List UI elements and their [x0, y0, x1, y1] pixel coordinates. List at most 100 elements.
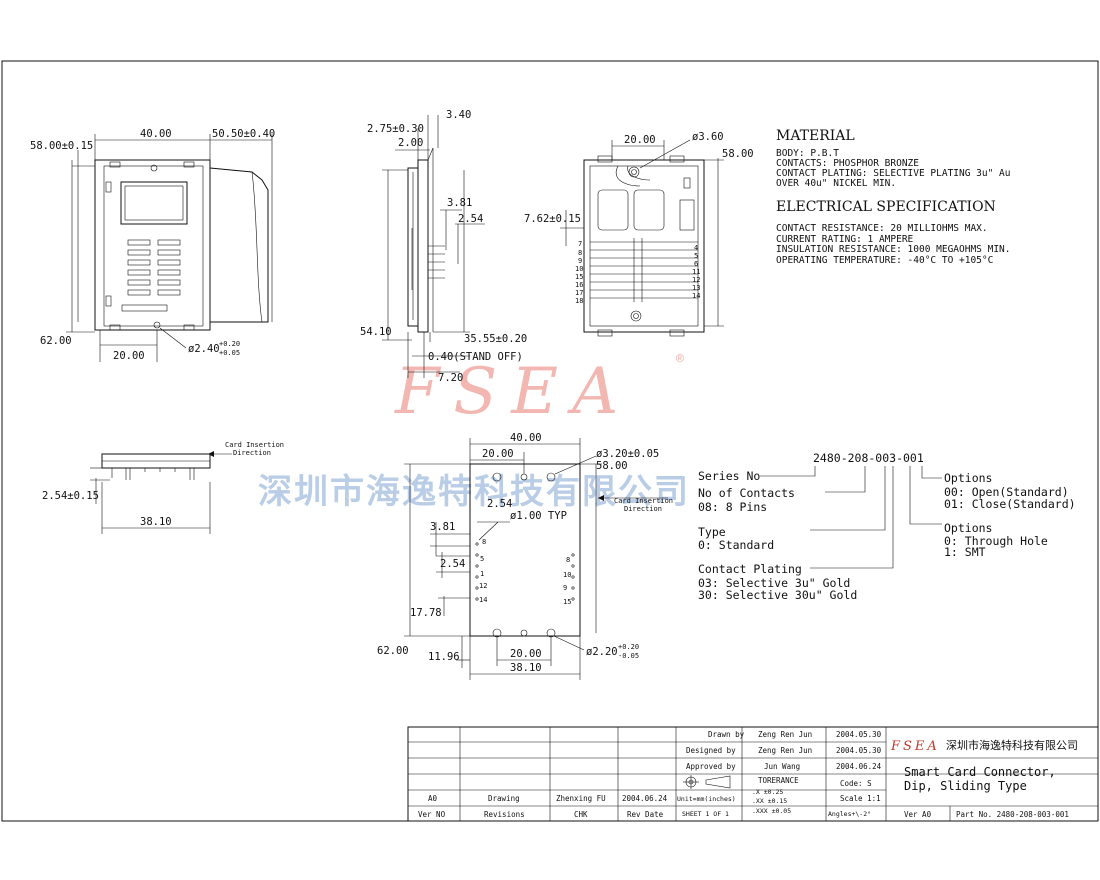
footprint-pin-label: 14 — [479, 596, 487, 604]
dim-top-20: 20.00 — [113, 350, 145, 362]
dim-footprint-hole-tol-plus: +0.20 — [618, 643, 639, 651]
title-block-logo: FSEA — [890, 739, 940, 754]
tolerance-3: .XXX ±0.05 — [752, 807, 791, 815]
footprint-pin-label: 5 — [480, 555, 484, 563]
series-no-label: Series No — [698, 469, 760, 483]
options2-value-2: 1: SMT — [944, 545, 986, 559]
footprint-pin-label: 8 — [566, 556, 570, 564]
bottom-pin-label: 17 — [575, 289, 583, 297]
bottom-pin-label: 8 — [578, 249, 582, 257]
approved-date: 2004.06.24 — [836, 762, 882, 771]
electrical-title: ELECTRICAL SPECIFICATION — [776, 199, 996, 215]
type-label: Type — [698, 525, 726, 539]
plating-value-1: 03: Selective 3u" Gold — [698, 576, 850, 590]
dim-footprint-11-96: 11.96 — [428, 651, 460, 663]
watermark-logo: FSEA — [394, 355, 632, 429]
bottom-pin-label: 14 — [692, 292, 700, 300]
footprint-pin-label: 10 — [563, 571, 571, 579]
no-contacts-value: 08: 8 Pins — [698, 500, 767, 514]
dim-top-50-50: 50.50±0.40 — [212, 128, 275, 140]
dim-bottom-58: 58.00 — [722, 148, 754, 160]
bottom-pin-label: 12 — [692, 276, 700, 284]
dim-side-0-40: 0.40(STAND OFF) — [428, 351, 523, 363]
footprint-card-insertion-direction: Direction — [624, 505, 662, 513]
electrical-line: OPERATING TEMPERATURE: -40°C TO +105°C — [776, 255, 993, 266]
watermark-registered: ® — [676, 352, 684, 367]
projection-symbol-icon — [683, 775, 731, 789]
footprint-pin-label: 15 — [563, 598, 571, 606]
footprint-pin-label: 1 — [480, 570, 484, 578]
revision-date: 2004.06.24 — [622, 794, 668, 803]
dim-footprint-20-top: 20.00 — [482, 448, 514, 460]
footprint-pin-label: 9 — [563, 584, 567, 592]
electrical-line: INSULATION RESISTANCE: 1000 MEGAOHMS MIN… — [776, 244, 1011, 255]
watermark: FSEA ® 深圳市海逸特科技有限公司 — [258, 352, 688, 512]
bottom-view: 7 8 9 10 15 16 17 18 4 5 6 11 12 13 14 2… — [524, 131, 754, 337]
tolerance-label: TORERANCE — [758, 776, 799, 785]
dim-side-2-75: 2.75±0.30 — [367, 123, 424, 135]
dim-side-7-20: 7.20 — [438, 372, 463, 384]
part-code-breakdown: 2480-208-003-001 Series No No of Contact… — [698, 451, 1076, 602]
bottom-pin-label: 5 — [694, 252, 698, 260]
dim-front-2-54: 2.54±0.15 — [42, 490, 99, 502]
no-contacts-label: No of Contacts — [698, 486, 795, 500]
dim-footprint-38-10: 38.10 — [510, 662, 542, 674]
dim-footprint-3-81: 3.81 — [430, 521, 455, 533]
tolerance-1: .X ±0.25 — [752, 788, 783, 796]
dim-footprint-40: 40.00 — [510, 432, 542, 444]
scale-label: Scale 1:1 — [840, 794, 881, 803]
material-line: BODY: P.B.T — [776, 148, 839, 159]
options1-value-1: 00: Open(Standard) — [944, 485, 1069, 499]
footprint-pin-label: 8 — [482, 538, 486, 546]
dim-top-hole-tol-plus: +0.20 — [219, 340, 240, 348]
bottom-pin-label: 18 — [575, 297, 583, 305]
top-view: 40.00 50.50±0.40 58.00±0.15 62.00 20.00 … — [30, 128, 275, 362]
front-view: Card Insertion Direction 2.54±0.15 38.10 — [42, 441, 284, 534]
options2-label: Options — [944, 521, 992, 535]
dim-footprint-pin-hole: ø1.00 TYP — [510, 510, 567, 522]
dim-side-54-10: 54.10 — [360, 326, 392, 338]
bottom-pin-label: 4 — [694, 244, 698, 252]
designed-date: 2004.05.30 — [836, 746, 882, 755]
options1-label: Options — [944, 471, 992, 485]
drawing-title-1: Smart Card Connector, — [904, 765, 1056, 779]
dim-footprint-2-54: 2.54 — [440, 558, 465, 570]
rev-date-header: Rev Date — [627, 810, 664, 819]
drawing-title-2: Dip, Sliding Type — [904, 779, 1027, 793]
dim-footprint-20-bot: 20.00 — [510, 648, 542, 660]
options2-value-1: 0: Through Hole — [944, 534, 1048, 548]
dim-side-3-40: 3.40 — [446, 109, 471, 121]
type-value: 0: Standard — [698, 538, 774, 552]
bottom-pin-label: 16 — [575, 281, 583, 289]
dim-footprint-hole-top: ø3.20±0.05 — [596, 448, 659, 460]
dim-front-38-10: 38.10 — [140, 516, 172, 528]
front-card-insertion: Card Insertion — [225, 441, 284, 449]
dim-side-3-81: 3.81 — [447, 197, 472, 209]
approved-by-label: Approved by — [686, 762, 736, 771]
part-code: 2480-208-003-001 — [813, 451, 924, 465]
electrical-line: CURRENT RATING: 1 AMPERE — [776, 234, 914, 245]
revision-description: Drawing — [488, 794, 520, 803]
dim-footprint-17-78: 17.78 — [410, 607, 442, 619]
dim-top-hole: ø2.40 — [188, 343, 220, 355]
dim-footprint-2-54-top: 2.54 — [487, 498, 512, 510]
bottom-pin-label: 11 — [692, 268, 700, 276]
material-line: CONTACT PLATING: SELECTIVE PLATING 3u" A… — [776, 168, 1011, 179]
front-card-insertion-direction: Direction — [233, 449, 271, 457]
bottom-pin-label: 6 — [694, 260, 698, 268]
dim-top-58: 58.00±0.15 — [30, 140, 93, 152]
footprint-pin-label: 12 — [479, 582, 487, 590]
units-label: Unit=mm(inches) — [677, 795, 736, 803]
revision-checker: Zhenxing FU — [556, 794, 606, 803]
dim-top-hole-tol-minus: +0.05 — [219, 349, 240, 357]
drawn-by: Zeng Ren Jun — [758, 730, 812, 739]
dim-bottom-7-62: 7.62±0.15 — [524, 213, 581, 225]
bottom-pin-label: 7 — [578, 240, 582, 248]
dim-footprint-hole-bot: ø2.20 — [586, 646, 618, 658]
bottom-pin-label: 10 — [575, 265, 583, 273]
side-view: 3.40 2.75±0.30 2.00 3.81 2.54 54.10 35.5… — [360, 109, 527, 384]
designed-by: Zeng Ren Jun — [758, 746, 812, 755]
dim-footprint-hole-tol-minus: -0.05 — [618, 652, 639, 660]
